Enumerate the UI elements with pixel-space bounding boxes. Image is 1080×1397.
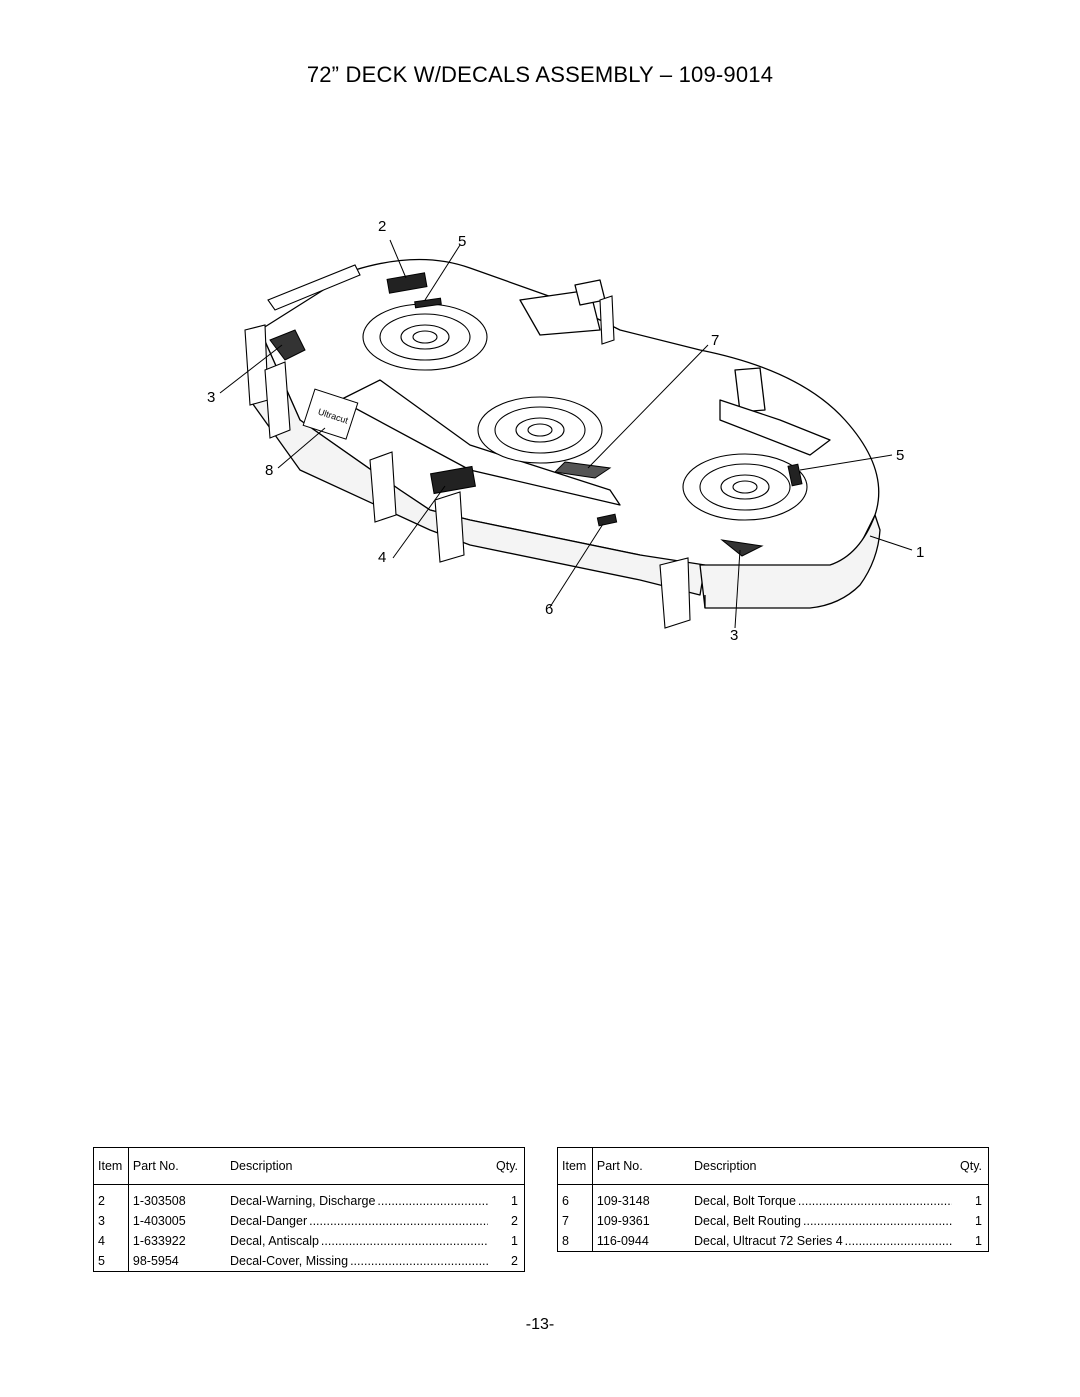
callout-2: 2 — [378, 218, 386, 235]
header-description: Description — [689, 1147, 956, 1185]
decal-ultracut-series — [302, 388, 359, 440]
header-item: Item — [557, 1147, 593, 1185]
item-number: 6 — [557, 1184, 593, 1211]
header-qty: Qty. — [955, 1147, 989, 1185]
description: Decal-Warning, Discharge — [229, 1194, 376, 1208]
table-row: 5 98-5954 Decal-Cover, Missing 2 — [93, 1251, 525, 1272]
page-title: 72” DECK W/DECALS ASSEMBLY – 109-9014 — [306, 62, 774, 87]
item-number: 4 — [93, 1231, 129, 1251]
decals: Ultracut — [269, 272, 803, 557]
part-number: 98-5954 — [132, 1254, 179, 1268]
deck-assembly-diagram: Ultracut 2 5 7 3 5 8 4 1 6 3 — [207, 218, 924, 644]
part-number: 1-303508 — [132, 1194, 186, 1208]
dot-leader — [309, 1214, 488, 1228]
part-number: 1-403005 — [132, 1214, 186, 1228]
part-number: 109-3148 — [596, 1194, 650, 1208]
table-header-row: Item Part No. Description Qty. — [557, 1147, 989, 1185]
callout-8: 8 — [265, 462, 273, 479]
decal-bolt-torque — [596, 513, 618, 527]
callout-3-left: 3 — [207, 389, 215, 406]
dot-leader — [321, 1234, 488, 1248]
quantity: 1 — [975, 1214, 982, 1228]
description: Decal, Bolt Torque — [693, 1194, 796, 1208]
description-cell: Decal-Danger — [226, 1211, 492, 1231]
deck-brackets — [244, 264, 691, 629]
decal-antiscalp — [430, 465, 476, 495]
callout-numbers: 2 5 7 3 5 8 4 1 6 3 — [207, 218, 924, 644]
table-header-row: Item Part No. Description Qty. — [93, 1147, 525, 1185]
table-row: 7 109-9361 Decal, Belt Routing 1 — [557, 1211, 989, 1231]
quantity: 1 — [511, 1194, 518, 1208]
dot-leader — [845, 1234, 952, 1248]
item-number: 5 — [93, 1251, 129, 1272]
description: Decal, Antiscalp — [229, 1234, 319, 1248]
decal-danger-right — [720, 539, 764, 557]
description-cell: Decal, Belt Routing — [690, 1211, 956, 1231]
header-qty: Qty. — [491, 1147, 525, 1185]
item-number: 2 — [93, 1184, 129, 1211]
dot-leader — [803, 1214, 952, 1228]
description: Decal-Danger — [229, 1214, 308, 1228]
callout-1: 1 — [916, 544, 924, 561]
dot-leader — [377, 1194, 488, 1208]
description-cell: Decal, Ultracut 72 Series 4 — [690, 1231, 956, 1252]
table-row: 8 116-0944 Decal, Ultracut 72 Series 4 1 — [557, 1231, 989, 1252]
table-row: 2 1-303508 Decal-Warning, Discharge 1 — [93, 1184, 525, 1212]
item-number: 3 — [93, 1211, 129, 1231]
description: Decal, Belt Routing — [693, 1214, 801, 1228]
dot-leader — [350, 1254, 488, 1268]
description: Decal, Ultracut 72 Series 4 — [693, 1234, 843, 1248]
quantity: 1 — [975, 1194, 982, 1208]
table-row: 3 1-403005 Decal-Danger 2 — [93, 1211, 525, 1231]
spindle-pulleys — [362, 303, 808, 521]
description-cell: Decal-Cover, Missing — [226, 1251, 492, 1272]
description-cell: Decal, Bolt Torque — [690, 1185, 956, 1212]
quantity: 2 — [511, 1254, 518, 1268]
quantity: 1 — [975, 1234, 982, 1248]
callout-5-top: 5 — [458, 233, 466, 250]
part-number: 116-0944 — [596, 1234, 649, 1248]
callout-7: 7 — [711, 332, 719, 349]
callout-4: 4 — [378, 549, 386, 566]
dot-leader — [798, 1194, 952, 1208]
part-number: 1-633922 — [132, 1234, 186, 1248]
page-number: -13- — [525, 1316, 555, 1333]
callout-3-bottom: 3 — [730, 627, 738, 644]
header-part-no: Part No. — [128, 1147, 226, 1185]
item-number: 8 — [557, 1231, 593, 1252]
table-row: 4 1-633922 Decal, Antiscalp 1 — [93, 1231, 525, 1251]
parts-table-right: Item Part No. Description Qty. 6 109-314… — [557, 1147, 989, 1252]
callout-6: 6 — [545, 601, 553, 618]
header-item: Item — [93, 1147, 129, 1185]
decal-warning-discharge — [386, 272, 428, 294]
callout-5-right: 5 — [896, 447, 904, 464]
header-description: Description — [225, 1147, 492, 1185]
parts-table-left: Item Part No. Description Qty. 2 1-30350… — [93, 1147, 525, 1272]
header-part-no: Part No. — [592, 1147, 690, 1185]
decal-cover-missing-left — [414, 297, 442, 309]
part-number: 109-9361 — [596, 1214, 650, 1228]
description-cell: Decal-Warning, Discharge — [226, 1185, 492, 1212]
quantity: 2 — [511, 1214, 518, 1228]
decal-danger-left — [269, 329, 306, 361]
item-number: 7 — [557, 1211, 593, 1231]
quantity: 1 — [511, 1234, 518, 1248]
description-cell: Decal, Antiscalp — [226, 1231, 492, 1251]
decal-belt-routing — [553, 461, 612, 479]
decal-cover-missing-right — [787, 463, 803, 487]
table-row: 6 109-3148 Decal, Bolt Torque 1 — [557, 1184, 989, 1212]
leader-lines — [219, 239, 913, 629]
description: Decal-Cover, Missing — [229, 1254, 349, 1268]
